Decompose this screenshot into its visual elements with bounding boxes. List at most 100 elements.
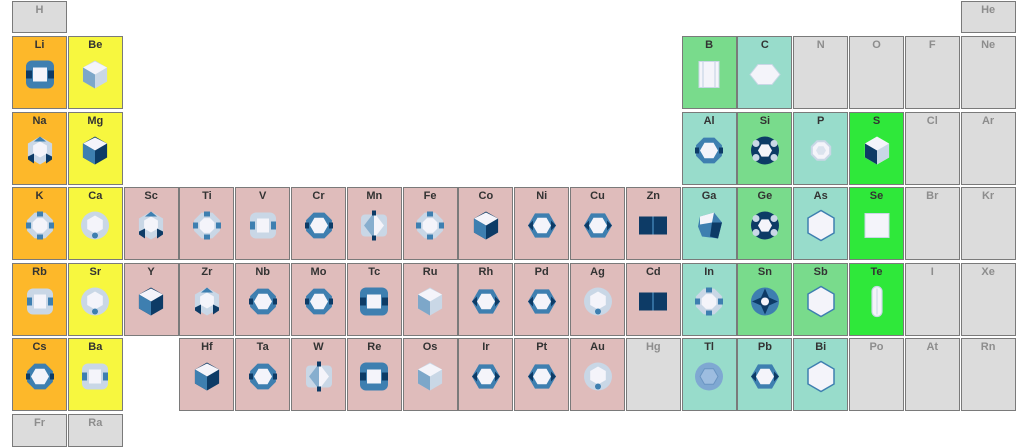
element-symbol: Ga xyxy=(701,190,717,202)
element-cell-br[interactable]: Br xyxy=(904,187,960,260)
element-cell-y[interactable]: Y xyxy=(123,262,179,336)
element-cell-i[interactable]: I xyxy=(904,262,960,336)
element-symbol: Sb xyxy=(813,265,828,278)
element-cell-cd[interactable]: Cd xyxy=(625,262,681,336)
element-cell-pt[interactable]: Pt xyxy=(514,338,570,411)
element-cell-se[interactable]: Se xyxy=(849,187,904,260)
element-cell-rh[interactable]: Rh xyxy=(458,262,514,336)
element-cell-te[interactable]: Te xyxy=(849,262,904,336)
element-cell-n[interactable]: N xyxy=(793,36,849,109)
element-cell-k[interactable]: K xyxy=(12,187,67,260)
element-cell-kr[interactable]: Kr xyxy=(960,187,1016,260)
element-cell-al[interactable]: Al xyxy=(681,111,737,185)
element-cell-cl[interactable]: Cl xyxy=(904,111,960,185)
element-symbol: Cr xyxy=(312,190,325,202)
sphere-crystal-icon xyxy=(692,360,726,399)
element-cell-ru[interactable]: Ru xyxy=(402,262,458,336)
trunc-dark-crystal-icon xyxy=(748,133,782,172)
element-cell-pd[interactable]: Pd xyxy=(514,262,570,336)
hex-white-crystal-icon xyxy=(804,209,838,248)
element-cell-ca[interactable]: Ca xyxy=(67,187,123,260)
element-cell-sc[interactable]: Sc xyxy=(123,187,179,260)
element-cell-in[interactable]: In xyxy=(681,262,737,336)
hex-wire-crystal-icon xyxy=(190,284,224,323)
element-cell-hg[interactable]: Hg xyxy=(625,338,681,411)
element-symbol: Ra xyxy=(88,417,103,429)
element-cell-ti[interactable]: Ti xyxy=(179,187,235,260)
element-cell-o[interactable]: O xyxy=(849,36,904,109)
element-cell-mn[interactable]: Mn xyxy=(346,187,402,260)
element-cell-mg[interactable]: Mg xyxy=(67,111,123,185)
element-cell-ra[interactable]: Ra xyxy=(67,414,123,447)
element-cell-at[interactable]: At xyxy=(904,338,960,411)
element-cell-cs[interactable]: Cs xyxy=(12,338,67,411)
element-cell-li[interactable]: Li xyxy=(12,36,67,109)
element-cell-zr[interactable]: Zr xyxy=(179,262,235,336)
element-cell-si[interactable]: Si xyxy=(737,111,793,185)
trunc-oct-crystal-icon xyxy=(302,284,336,323)
element-symbol: Os xyxy=(422,341,438,353)
element-symbol: Ru xyxy=(422,265,438,278)
element-cell-pb[interactable]: Pb xyxy=(737,338,793,411)
element-cell-co[interactable]: Co xyxy=(458,187,514,260)
element-cell-na[interactable]: Na xyxy=(12,111,67,185)
element-symbol: He xyxy=(981,4,996,16)
element-cell-s[interactable]: S xyxy=(849,111,904,185)
element-cell-b[interactable]: B xyxy=(681,36,737,109)
element-cell-ir[interactable]: Ir xyxy=(458,338,514,411)
element-cell-au[interactable]: Au xyxy=(570,338,625,411)
element-cell-fr[interactable]: Fr xyxy=(12,414,67,447)
white-square-crystal-icon xyxy=(860,209,894,248)
element-symbol: Rh xyxy=(478,265,494,278)
element-cell-fe[interactable]: Fe xyxy=(402,187,458,260)
element-symbol: Se xyxy=(869,190,884,202)
element-cell-h[interactable]: H xyxy=(12,1,67,33)
element-cell-re[interactable]: Re xyxy=(346,338,402,411)
element-cell-mo[interactable]: Mo xyxy=(291,262,346,336)
element-cell-rb[interactable]: Rb xyxy=(12,262,67,336)
element-cell-cr[interactable]: Cr xyxy=(291,187,346,260)
element-symbol: Hg xyxy=(645,341,661,353)
element-cell-c[interactable]: C xyxy=(737,36,793,109)
element-cell-v[interactable]: V xyxy=(235,187,291,260)
element-symbol: H xyxy=(35,4,44,16)
element-cell-sn[interactable]: Sn xyxy=(737,262,793,336)
element-cell-nb[interactable]: Nb xyxy=(235,262,291,336)
trunc-oct-crystal-icon xyxy=(302,209,336,248)
element-cell-p[interactable]: P xyxy=(793,111,849,185)
element-cell-zn[interactable]: Zn xyxy=(625,187,681,260)
element-cell-xe[interactable]: Xe xyxy=(960,262,1016,336)
element-cell-sr[interactable]: Sr xyxy=(67,262,123,336)
element-cell-sb[interactable]: Sb xyxy=(793,262,849,336)
element-symbol: O xyxy=(872,39,881,51)
element-cell-tc[interactable]: Tc xyxy=(346,262,402,336)
trunc-oct-crystal-icon xyxy=(692,133,726,172)
sq-frame-light-crystal-icon xyxy=(78,360,112,399)
element-cell-w[interactable]: W xyxy=(291,338,346,411)
element-cell-ga[interactable]: Ga xyxy=(681,187,737,260)
element-cell-po[interactable]: Po xyxy=(849,338,904,411)
element-cell-he[interactable]: He xyxy=(960,1,1016,33)
hex-prism-dark-crystal-icon xyxy=(78,133,112,172)
element-cell-cu[interactable]: Cu xyxy=(570,187,625,260)
element-cell-tl[interactable]: Tl xyxy=(681,338,737,411)
element-cell-rn[interactable]: Rn xyxy=(960,338,1016,411)
element-cell-ta[interactable]: Ta xyxy=(235,338,291,411)
element-cell-ag[interactable]: Ag xyxy=(570,262,625,336)
element-cell-hf[interactable]: Hf xyxy=(179,338,235,411)
element-cell-bi[interactable]: Bi xyxy=(793,338,849,411)
irregular-crystal-icon xyxy=(692,209,726,248)
element-cell-ba[interactable]: Ba xyxy=(67,338,123,411)
element-cell-ar[interactable]: Ar xyxy=(960,111,1016,185)
trunc-oct-crystal-icon xyxy=(23,360,57,399)
element-cell-os[interactable]: Os xyxy=(402,338,458,411)
element-cell-f[interactable]: F xyxy=(904,36,960,109)
element-cell-be[interactable]: Be xyxy=(67,36,123,109)
element-symbol: Sc xyxy=(144,190,158,202)
element-symbol: Po xyxy=(869,341,884,353)
element-cell-as[interactable]: As xyxy=(793,187,849,260)
element-cell-ge[interactable]: Ge xyxy=(737,187,793,260)
element-cell-ni[interactable]: Ni xyxy=(514,187,570,260)
element-cell-ne[interactable]: Ne xyxy=(960,36,1016,109)
